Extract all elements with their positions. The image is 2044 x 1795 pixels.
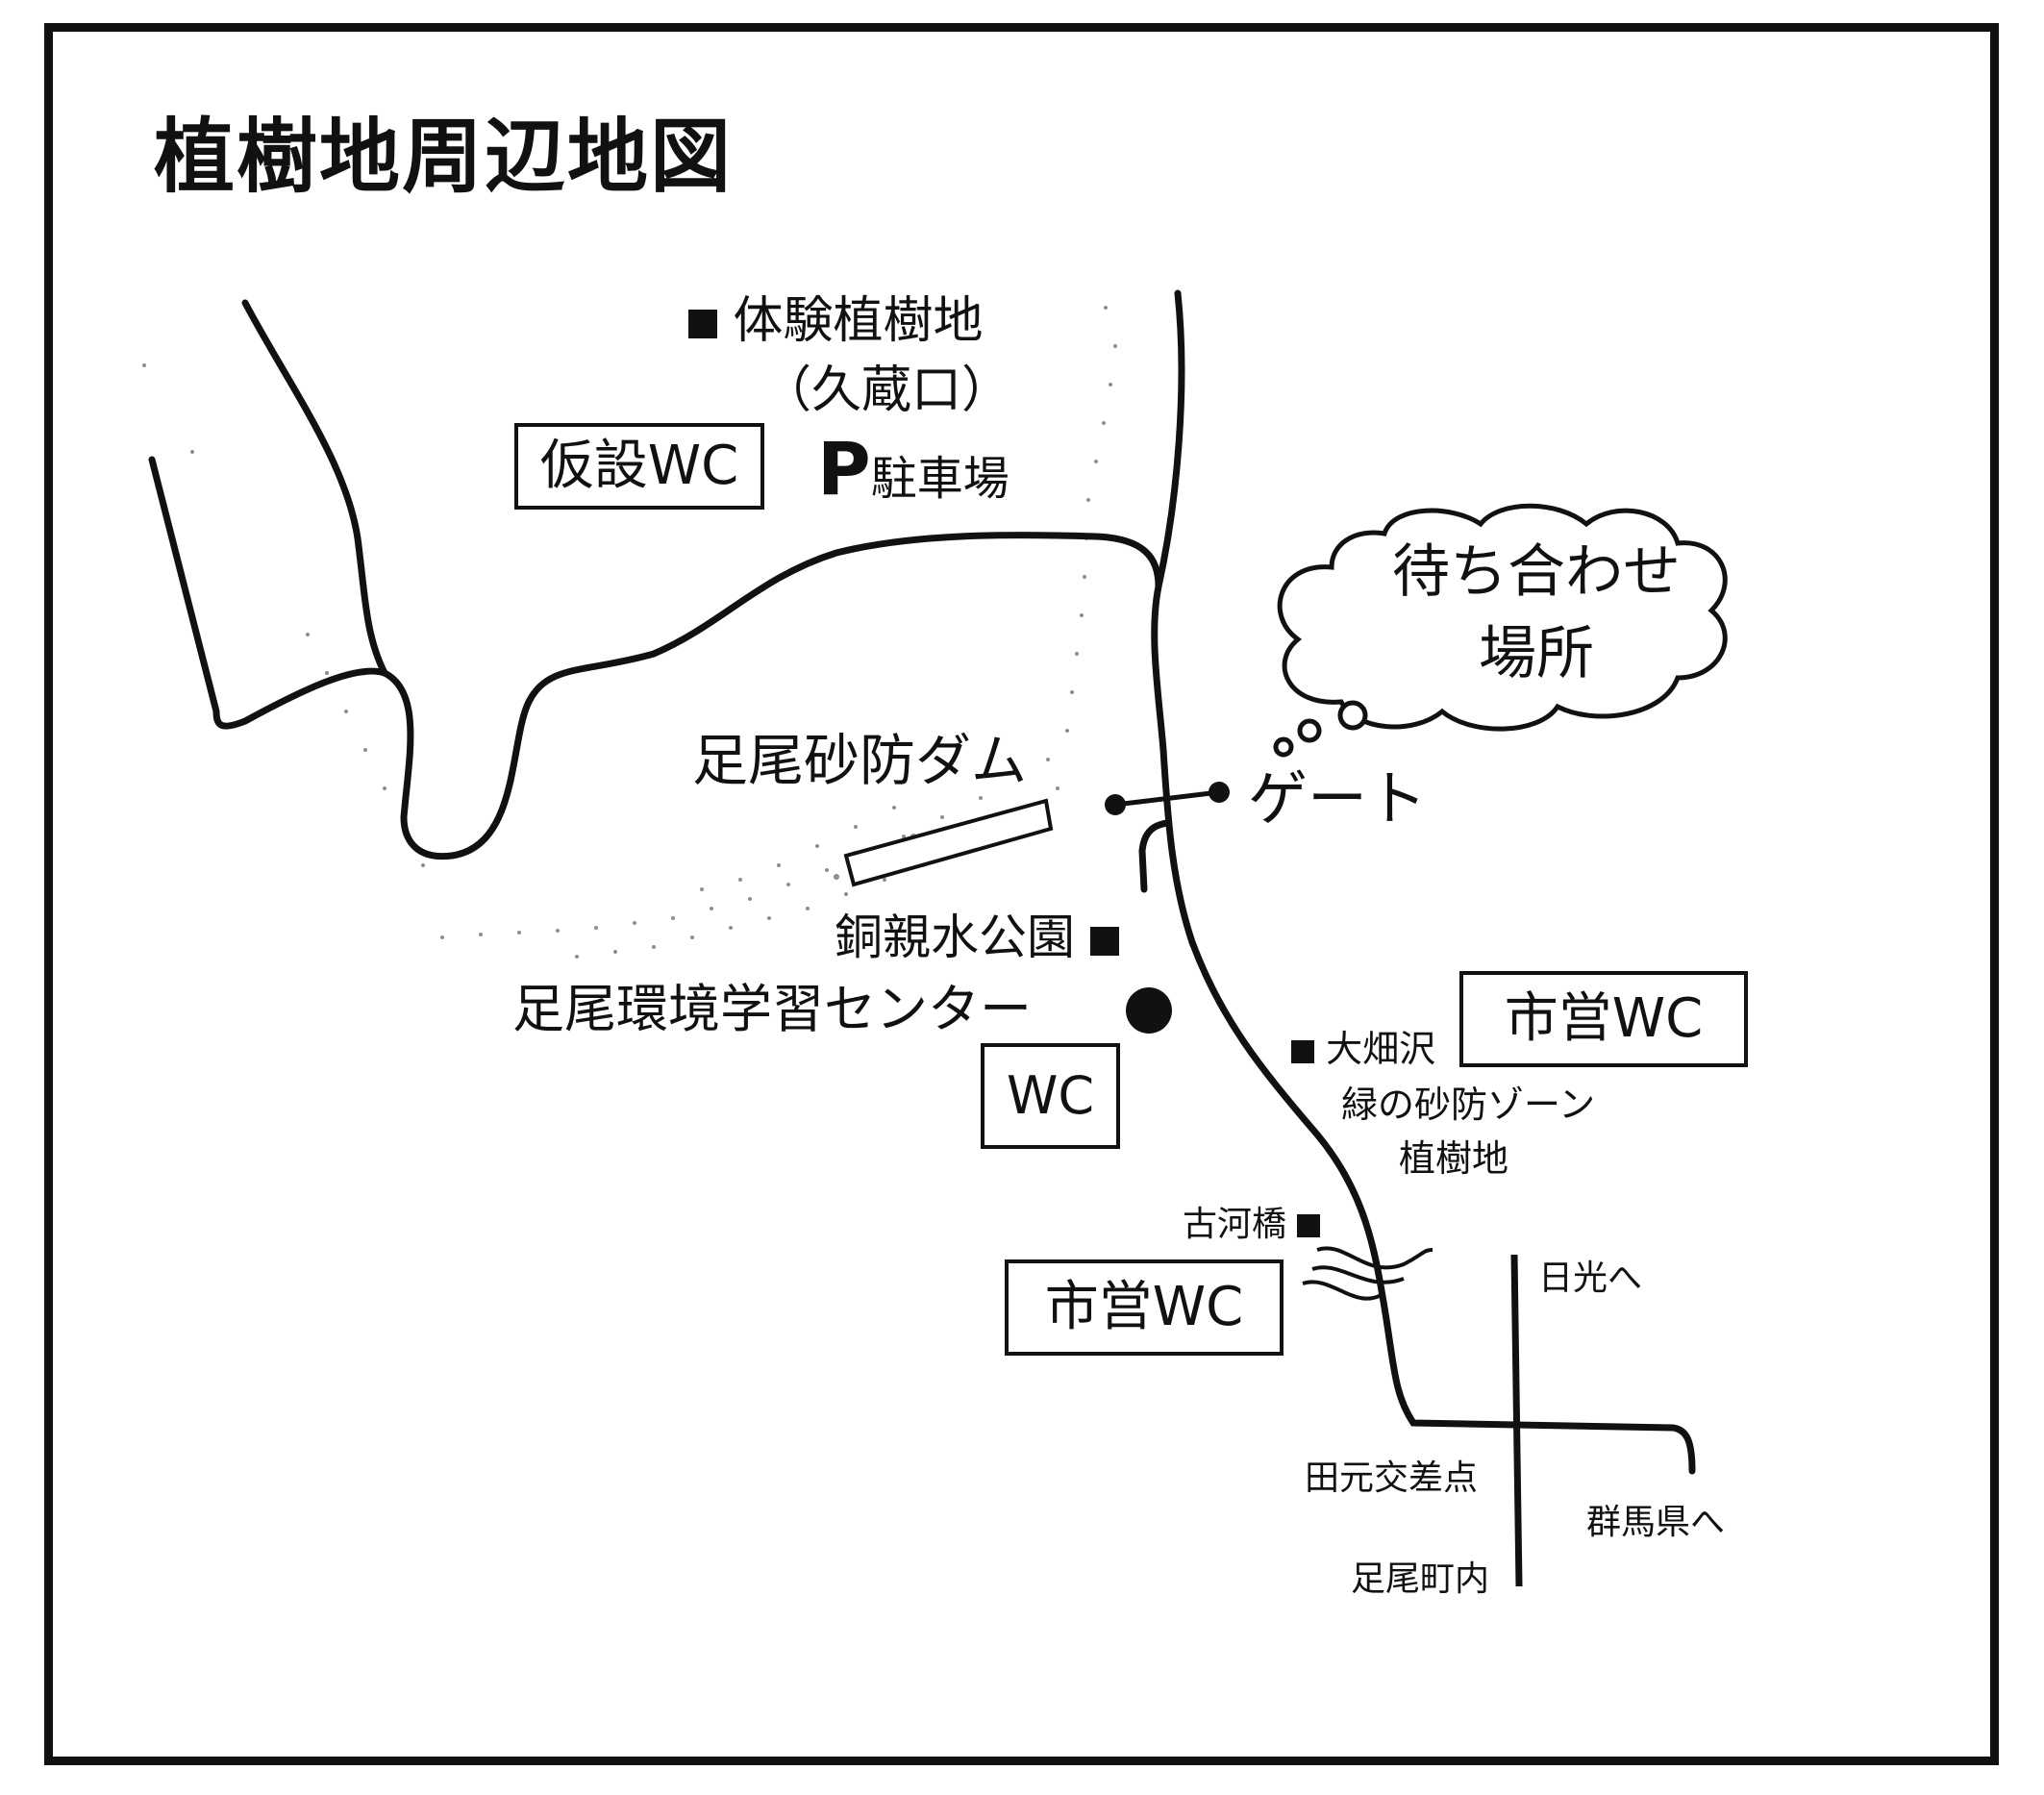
meeting-place-line2: 場所: [1479, 620, 1594, 687]
stub-road: [1138, 819, 1171, 893]
terrain-stipple: [142, 306, 1117, 959]
kyuzoguchi-label: （久蔵口）: [761, 361, 1012, 419]
black-square-icon: [1089, 926, 1119, 956]
map-frame: [44, 23, 1999, 1765]
temp-wc-box: 仮設WC: [514, 423, 764, 510]
to-gunma-label: 群馬県へ: [1586, 1503, 1726, 1542]
to-nikko-label: 日光へ: [1538, 1259, 1643, 1298]
black-circle-icon: [1126, 987, 1172, 1034]
river-waves-icon: [1302, 1246, 1433, 1301]
planting-site-label: 植樹地: [1399, 1137, 1509, 1180]
black-square-icon: [1291, 1039, 1314, 1063]
black-square-icon: [1297, 1214, 1321, 1237]
city-wc-label-1: 市営WC: [1504, 987, 1704, 1050]
center-label: 足尾環境学習センター: [512, 979, 1032, 1039]
gate-label: ゲート: [1248, 763, 1428, 834]
gate-dots-icon: [1105, 782, 1230, 815]
temp-wc-label: 仮設WC: [539, 435, 739, 497]
sabo-dam: [843, 798, 1054, 887]
north-west-road: [241, 299, 388, 677]
nikko-road: [1510, 1254, 1523, 1587]
tamoto-intersection-label: 田元交差点: [1305, 1458, 1479, 1498]
meeting-place-line1: 待ち合わせ: [1392, 538, 1681, 606]
city-wc-label-2: 市営WC: [1044, 1276, 1244, 1338]
furukawa-bridge-label: 古河橋: [1183, 1208, 1321, 1242]
dam-label: 足尾砂防ダム: [692, 728, 1028, 793]
wc-box: WC: [981, 1043, 1120, 1149]
ohatazawa-label: 大畑沢: [1291, 1031, 1435, 1067]
ashio-town-label: 足尾町内: [1351, 1559, 1490, 1599]
park-label: 銅親水公園: [835, 913, 1119, 961]
black-square-icon: [688, 310, 717, 338]
city-wc-box-2: 市営WC: [1005, 1259, 1284, 1356]
experience-site-label: 体験植樹地: [688, 296, 984, 346]
wc-label: WC: [1006, 1065, 1095, 1126]
west-road: [148, 456, 1162, 860]
parking-label: P駐車場: [817, 426, 1010, 511]
page-title: 植樹地周辺地図: [154, 110, 734, 204]
green-zone-label: 緑の砂防ゾーン: [1341, 1084, 1596, 1126]
cloud-icon: [1273, 503, 1728, 758]
city-wc-box-1: 市営WC: [1459, 971, 1748, 1067]
parking-icon: P: [817, 426, 871, 511]
